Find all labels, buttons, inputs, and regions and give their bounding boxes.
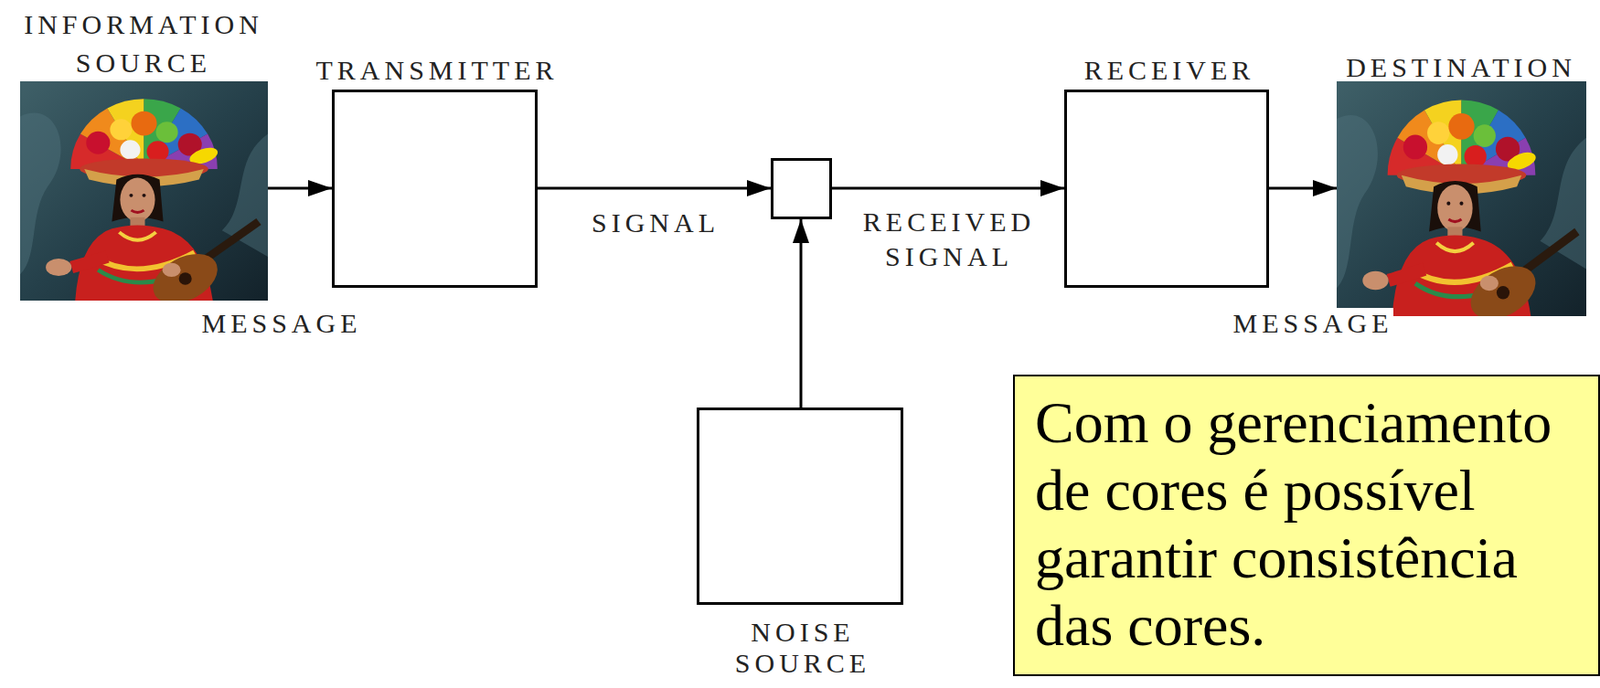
signal-label: SIGNAL — [591, 207, 720, 238]
signal-arrow — [800, 219, 803, 408]
woman-illustration — [20, 81, 268, 314]
block-heading: RECEIVER — [1032, 51, 1307, 90]
noise-junction-box — [770, 158, 832, 220]
block-heading: DESTINATION — [1333, 48, 1590, 87]
block-heading: TRANSMITTER — [290, 51, 584, 90]
edge-label-holder: RECEIVED SIGNAL — [857, 204, 1041, 275]
edge-label-holder: MESSAGE — [1212, 307, 1414, 341]
edge-label-holder: SIGNAL — [564, 206, 747, 240]
signal-label: RECEIVED SIGNAL — [863, 206, 1035, 272]
source-image: INFORMATION SOURCE — [20, 81, 268, 301]
signal-arrow — [832, 187, 1065, 191]
signal-label: MESSAGE — [1232, 308, 1393, 339]
process-box: RECEIVER — [1064, 89, 1270, 288]
signal-arrow — [537, 187, 771, 191]
signal-arrow — [267, 187, 332, 191]
destination-image: DESTINATION — [1336, 81, 1587, 317]
woman-illustration — [1336, 81, 1587, 331]
block-heading: INFORMATION SOURCE — [6, 5, 281, 83]
signal-arrow — [1269, 187, 1337, 191]
process-box: NOISE SOURCE — [696, 407, 904, 606]
process-box: TRANSMITTER — [331, 89, 538, 288]
block-heading: NOISE SOURCE — [699, 617, 907, 680]
note-text: Com o gerenciamento de cores é possível … — [1034, 389, 1584, 661]
signal-label: MESSAGE — [201, 308, 362, 339]
callout-note: Com o gerenciamento de cores é possível … — [1013, 374, 1600, 677]
edge-label-holder: MESSAGE — [181, 307, 383, 341]
